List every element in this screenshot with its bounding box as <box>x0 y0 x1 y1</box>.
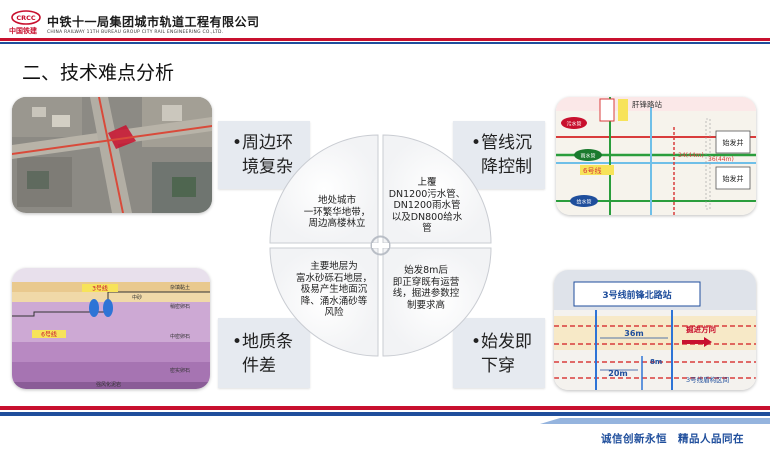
tunnel-plan-bottom-right: 3号线前锋北路站 36m 20m 8m 掘进方向 3号线盾构区间 <box>554 270 756 390</box>
plan-direction-label: 掘进方向 <box>686 324 716 334</box>
geo-layer2-label: 中砂 <box>132 294 142 301</box>
q4-line-3: 线，掘进参数控 <box>392 288 460 299</box>
quadrant-text-pipeline: 上覆 DN1200污水管、 DN1200雨水管 以及DN800给水 管 <box>384 177 470 235</box>
footer-divider <box>0 406 770 424</box>
pipeline-map-top-right: 6号线 肝锋路站 污水管 雨水管 给水管 34(44m) 36(44m) 始发井… <box>556 97 756 215</box>
challenge-surroundings-line2: 境复杂 <box>242 157 293 177</box>
plan-tunnel-label: 3号线盾构区间 <box>686 375 729 384</box>
plan-dim36-label: 36m <box>624 329 643 338</box>
map-shaft2-label: 始发井 <box>723 174 744 183</box>
map-pipe1-label: 污水管 <box>566 121 581 128</box>
geo-layer1-label: 杂填黏土 <box>170 284 190 291</box>
quadrant-text-surroundings: 地处城市 一环繁华地带， 周边高楼林立 <box>298 195 376 230</box>
challenge-undercrossing-line1: •始发即 <box>471 332 533 352</box>
map-dim2-label: 36(44m) <box>708 156 734 163</box>
aerial-photo-top-left <box>12 97 212 213</box>
q4-line-2: 即正穿既有运营 <box>392 276 460 288</box>
geo-layer4-label: 中密卵石 <box>170 333 190 340</box>
plan-dim8-label: 8m <box>650 358 662 366</box>
q4-line-1: 始发8m后 <box>404 265 448 276</box>
q3-line-3: 极易产生地面沉 <box>300 284 368 295</box>
challenge-pipeline-line1: •管线沉 <box>471 133 533 153</box>
map-shaft1-label: 始发井 <box>723 138 744 147</box>
geological-section-bottom-left: 3号线 6号线 杂填黏土 中砂 稍密卵石 中密卵石 密实卵石 强风化泥岩 <box>12 268 210 389</box>
q3-line-2: 富水砂砾石地层， <box>295 272 372 284</box>
q2-line-4: 以及DN800给水 <box>391 211 463 223</box>
q2-line-3: DN1200雨水管 <box>393 200 461 211</box>
plan-title-label: 3号线前锋北路站 <box>602 289 671 301</box>
quadrant-text-undercrossing: 始发8m后 即正穿既有运营 线，掘进参数控 制要求高 <box>386 265 466 311</box>
q3-line-4: 降、涌水涌砂等 <box>300 295 368 307</box>
challenge-box-undercrossing: •始发即 下穿 <box>453 318 545 388</box>
geo-layer6-label: 强风化泥岩 <box>96 381 121 388</box>
logo-text: 中国铁建 <box>9 27 37 35</box>
challenge-geology-line1: •地质条 <box>232 332 294 352</box>
q2-line-1: 上覆 <box>417 177 437 188</box>
challenge-box-geology: •地质条 件差 <box>218 318 310 388</box>
q3-line-5: 风险 <box>324 307 344 318</box>
map-road-label: 肝锋路站 <box>632 99 662 109</box>
geo-layer3-label: 稍密卵石 <box>170 303 190 310</box>
challenge-pipeline-line2: 降控制 <box>481 157 532 177</box>
q2-line-2: DN1200污水管、 <box>388 188 466 200</box>
map-dim1-label: 34(44m) <box>678 152 704 159</box>
company-name-cn: 中铁十一局集团城市轨道工程有限公司 <box>47 15 260 29</box>
q2-line-5: 管 <box>422 223 432 234</box>
challenge-geology-line2: 件差 <box>242 356 276 376</box>
q4-line-4: 制要求高 <box>406 299 445 311</box>
map-line6-label: 6号线 <box>583 166 601 175</box>
q1-line-1: 地处城市 <box>317 195 356 206</box>
svg-text:CRCC: CRCC <box>16 14 36 22</box>
q3-line-1: 主要地层为 <box>310 261 358 272</box>
map-pipe3-label: 给水管 <box>576 199 591 206</box>
header-divider <box>0 38 770 44</box>
quadrant-text-geology: 主要地层为 富水砂砾石地层， 极易产生地面沉 降、涌水涌砂等 风险 <box>290 261 378 319</box>
plan-dim20-label: 20m <box>608 369 627 378</box>
challenge-undercrossing-line2: 下穿 <box>481 356 515 376</box>
section-title: 二、技术难点分析 <box>22 62 175 84</box>
footer-slogan: 诚信创新永恒 精品人品同在 <box>601 433 744 445</box>
q1-line-3: 周边高楼林立 <box>308 218 366 229</box>
challenge-surroundings-line1: •周边环 <box>232 133 294 153</box>
geo-line6-label: 6号线 <box>41 331 57 339</box>
map-pipe2-label: 雨水管 <box>580 153 595 160</box>
geo-layer5-label: 密实卵石 <box>170 367 190 374</box>
q1-line-2: 一环繁华地带， <box>303 206 371 218</box>
crcc-emblem-icon: CRCC <box>11 10 41 25</box>
geo-line3-label: 3号线 <box>92 285 108 293</box>
challenge-box-surroundings: •周边环 境复杂 <box>218 121 310 189</box>
company-logo: CRCC 中国铁建 <box>9 8 43 38</box>
difficulty-wheel: 地处城市 一环繁华地带， 周边高楼林立 上覆 DN1200污水管、 DN1200… <box>268 133 493 358</box>
wheel-quadrants <box>269 134 492 357</box>
company-name-en: CHINA RAILWAY 11TH BUREAU GROUP CITY RAI… <box>47 30 224 35</box>
